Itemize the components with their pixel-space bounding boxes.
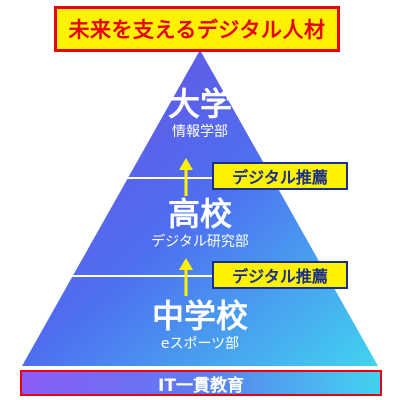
tier-university-name: 大学 (167, 85, 232, 123)
recommendation-tag-lower: デジタル推薦 (212, 261, 348, 289)
tier-high-school-name: 高校 (167, 195, 232, 233)
tier-university: 大学 情報学部 (0, 85, 400, 140)
recommendation-tag-upper: デジタル推薦 (212, 162, 348, 190)
tier-junior-high: 中学校 eスポーツ部 (0, 297, 400, 352)
up-arrow-lower-icon (179, 258, 193, 296)
tier-high-school: 高校 デジタル研究部 (0, 195, 400, 250)
tier-university-dept: 情報学部 (172, 123, 228, 140)
tier-junior-high-club: eスポーツ部 (160, 335, 240, 352)
tier-junior-high-name: 中学校 (151, 297, 248, 335)
tier-high-school-club: デジタル研究部 (151, 233, 249, 250)
integrated-education-bar: IT一貫教育 (20, 370, 382, 396)
diagram-title: 未来を支えるデジタル人材 (54, 6, 340, 52)
up-arrow-upper-icon (179, 158, 193, 196)
